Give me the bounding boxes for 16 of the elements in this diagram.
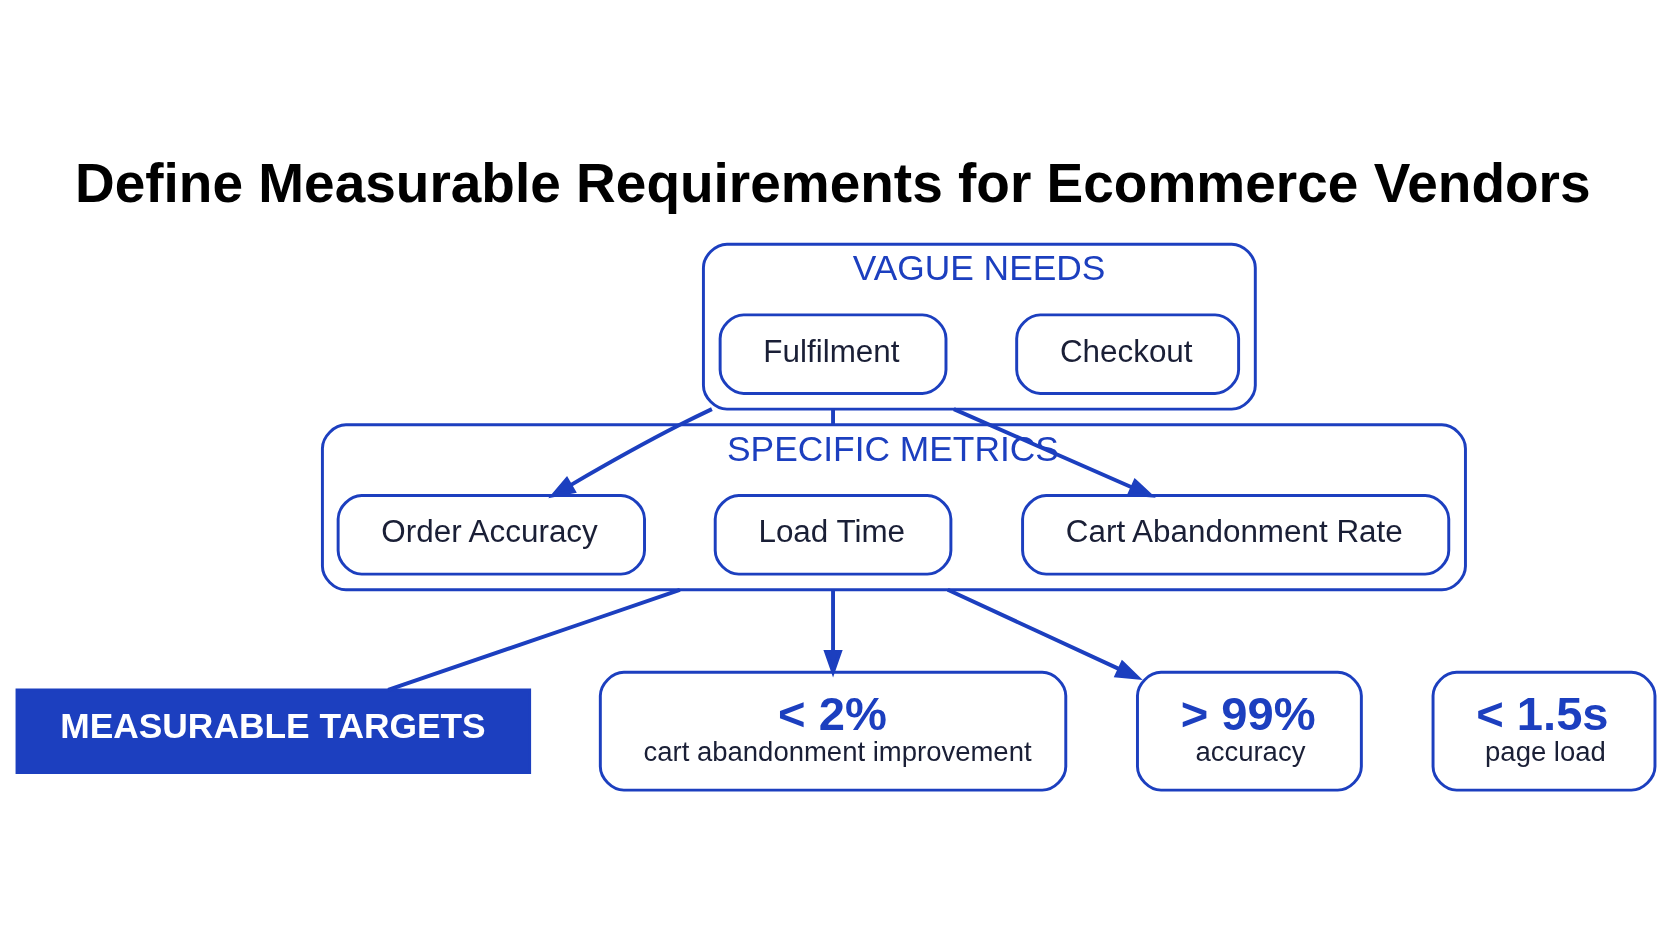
node-box: Cart Abandonment Rate xyxy=(1021,493,1451,576)
diagram-title: Define Measurable Requirements for Ecommerce Vendors xyxy=(74,151,1591,214)
arrow xyxy=(823,589,843,678)
node-box: Order Accuracy xyxy=(336,493,646,576)
node-box: < 1.5s page load xyxy=(1431,670,1657,792)
arrow xyxy=(953,406,1156,498)
arrow xyxy=(548,406,713,498)
arrow xyxy=(946,587,1143,680)
node-box: < 2% cart abandonment improvement xyxy=(598,670,1068,792)
connector xyxy=(387,587,681,692)
node-box: Checkout xyxy=(1015,312,1241,395)
node-box: Fulfilment xyxy=(718,312,948,395)
connector xyxy=(831,408,835,425)
node-box: Load Time xyxy=(713,493,953,576)
node-box: MEASURABLE TARGETS xyxy=(15,688,532,774)
node-box: > 99% accuracy xyxy=(1136,670,1363,792)
